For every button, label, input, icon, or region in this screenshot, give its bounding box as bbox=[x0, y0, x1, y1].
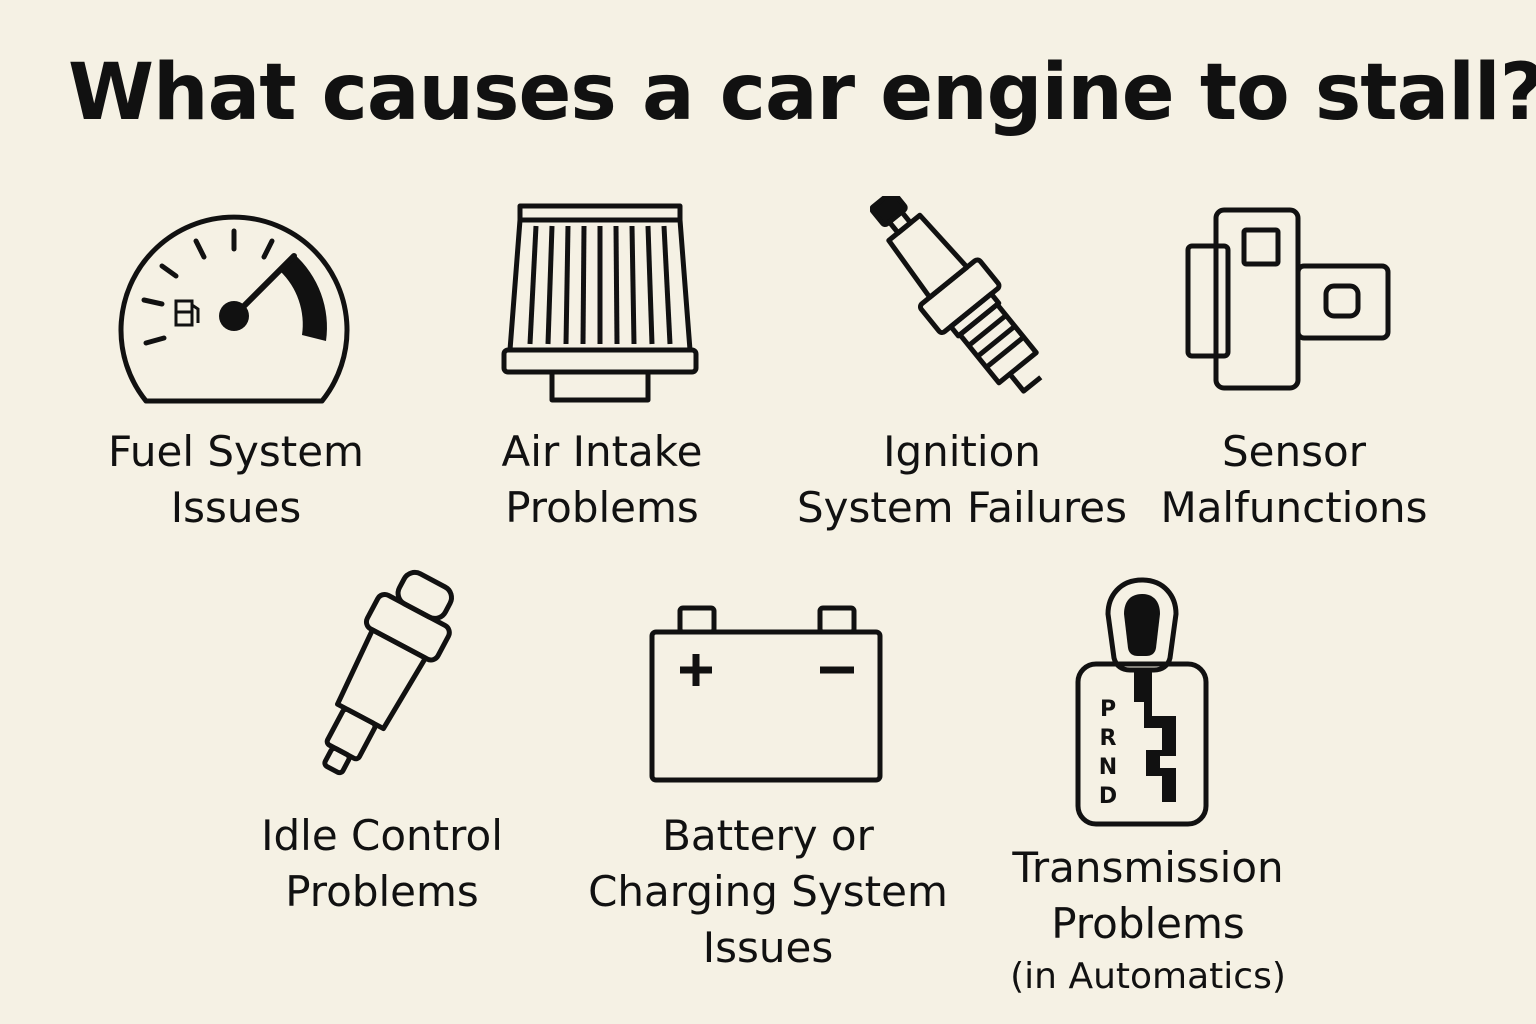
cause-label-line: Fuel System bbox=[108, 427, 364, 476]
gear-shifter-icon: P R N D bbox=[1072, 576, 1212, 830]
cause-label-line: System Failures bbox=[796, 483, 1128, 532]
cause-label-line: Idle Control bbox=[261, 811, 503, 860]
cause-label-line: Problems bbox=[505, 483, 699, 532]
cause-label-line: Issues bbox=[170, 483, 302, 532]
air-filter-icon bbox=[498, 202, 702, 404]
shifter-letter-n: N bbox=[1099, 755, 1117, 780]
cause-label-transmission: Transmission Problems (in Automatics) bbox=[1010, 840, 1286, 1002]
fuel-gauge-icon bbox=[116, 198, 352, 408]
cause-label-line: Sensor bbox=[1222, 427, 1366, 476]
shifter-letter-p: P bbox=[1100, 697, 1116, 722]
cause-label-fuel-system: Fuel System Issues bbox=[108, 424, 364, 536]
battery-icon bbox=[648, 604, 886, 786]
idle-control-valve-icon bbox=[302, 562, 464, 786]
shifter-letter-r: R bbox=[1100, 726, 1117, 751]
sensor-icon bbox=[1184, 206, 1396, 394]
cause-label-idle-control: Idle Control Problems bbox=[261, 808, 503, 920]
cause-label-sensor: Sensor Malfunctions bbox=[1160, 424, 1427, 536]
cause-label-ignition-system: Ignition System Failures bbox=[797, 424, 1127, 536]
cause-label-air-intake: Air Intake Problems bbox=[502, 424, 703, 536]
cause-label-line: Malfunctions bbox=[1160, 483, 1428, 532]
cause-label-line: (in Automatics) bbox=[1010, 956, 1286, 997]
page-title: What causes a car engine to stall? bbox=[68, 48, 1536, 138]
cause-label-line: Problems bbox=[1051, 899, 1245, 948]
cause-label-line: Problems bbox=[285, 867, 479, 916]
cause-label-line: Transmission bbox=[1012, 843, 1284, 892]
cause-label-line: Charging System bbox=[588, 867, 948, 916]
cause-label-line: Issues bbox=[702, 923, 834, 972]
spark-plug-icon bbox=[870, 196, 1062, 412]
cause-label-battery: Battery or Charging System Issues bbox=[588, 808, 948, 976]
cause-label-line: Air Intake bbox=[501, 427, 703, 476]
cause-label-line: Ignition bbox=[883, 427, 1041, 476]
shifter-letter-d: D bbox=[1099, 784, 1117, 809]
cause-label-line: Battery or bbox=[662, 811, 874, 860]
